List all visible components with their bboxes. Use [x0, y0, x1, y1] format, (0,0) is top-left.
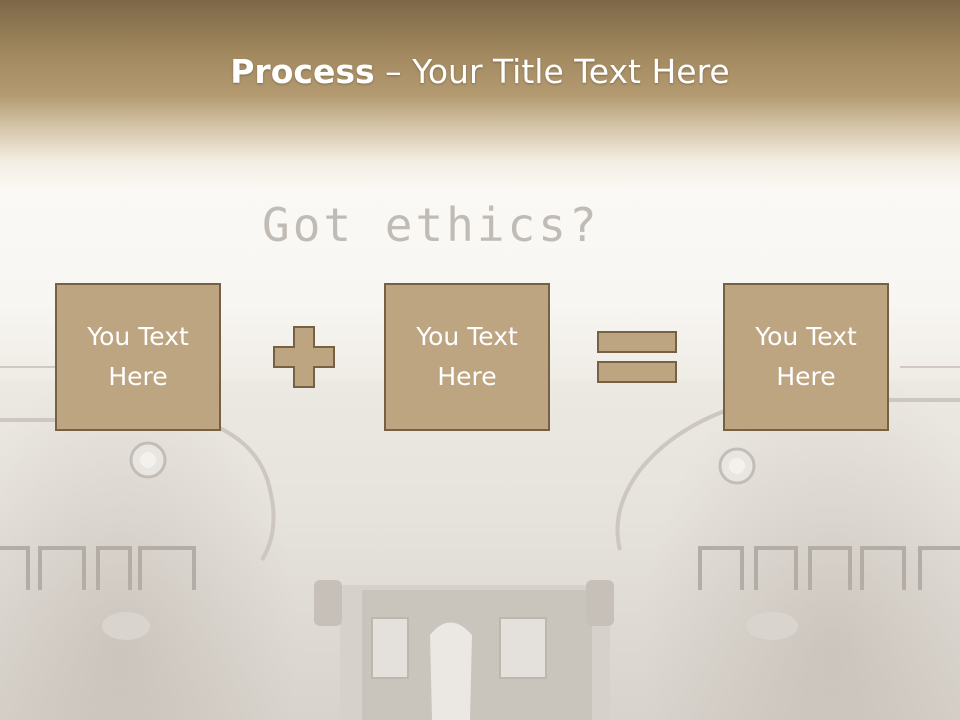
process-box-3-label: You Text Here: [755, 322, 857, 391]
title-bold: Process: [230, 52, 375, 91]
typewriter-illustration: [0, 398, 960, 720]
typed-text: Got ethics?: [262, 198, 600, 252]
process-box-1[interactable]: You Text Here: [55, 283, 221, 431]
process-box-3[interactable]: You Text Here: [723, 283, 889, 431]
title-rest: – Your Title Text Here: [374, 52, 730, 91]
process-box-1-label: You Text Here: [87, 322, 189, 391]
process-box-2-label: You Text Here: [416, 322, 518, 391]
paper-guide-left: [0, 366, 60, 368]
equals-icon: [597, 331, 677, 383]
paper-guide-right: [900, 366, 960, 368]
process-box-2[interactable]: You Text Here: [384, 283, 550, 431]
slide-title: Process – Your Title Text Here: [0, 52, 960, 91]
header-band: [0, 0, 960, 190]
plus-icon: [273, 326, 335, 388]
